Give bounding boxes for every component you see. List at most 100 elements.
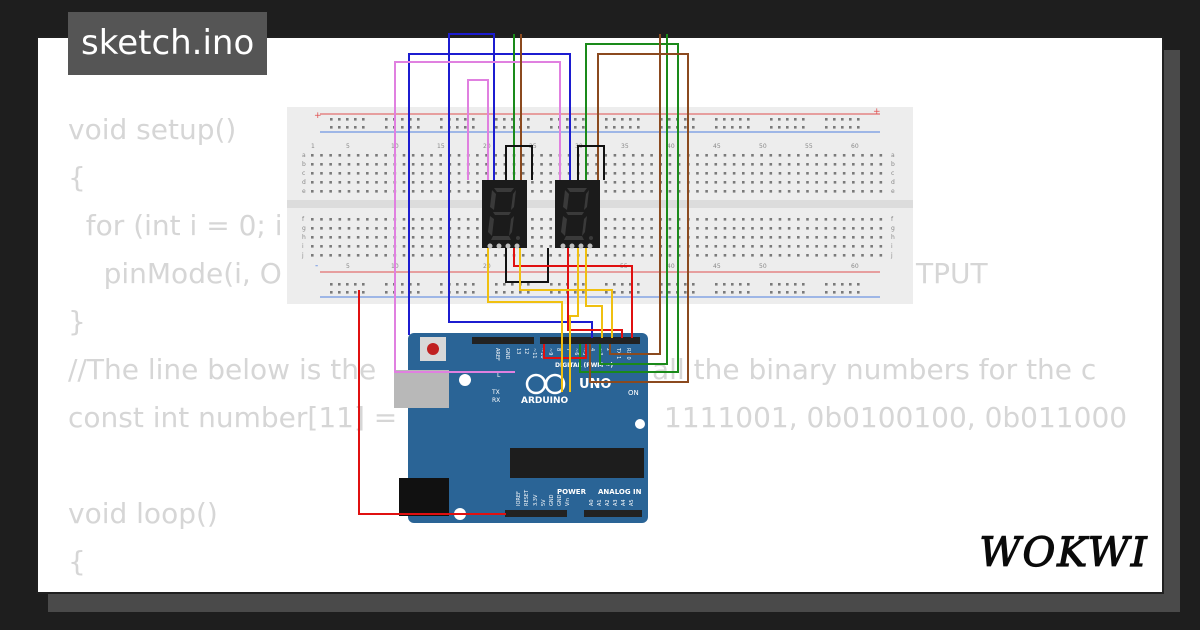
breadboard-hole xyxy=(582,283,585,286)
analog-pin-a4: A4 xyxy=(621,499,627,506)
breadboard-hole xyxy=(797,254,800,257)
breadboard-hole xyxy=(476,190,479,193)
breadboard-hole xyxy=(732,172,736,175)
breadboard-hole xyxy=(723,163,727,166)
digital-pin-4: 4 xyxy=(589,348,595,351)
breadboard-hole xyxy=(787,190,791,193)
breadboard-hole xyxy=(870,154,873,157)
breadboard-hole xyxy=(604,163,608,166)
wire-brown-3 xyxy=(609,34,661,355)
arduino-uno-board[interactable]: ARDUINO UNO DIGITAL (PWM ~) POWER ANALOG… xyxy=(394,333,648,523)
breadboard-hole xyxy=(384,181,387,184)
breadboard-hole xyxy=(456,291,459,294)
breadboard-hole xyxy=(815,181,818,184)
breadboard-hole xyxy=(849,291,852,294)
breadboard-hole xyxy=(677,181,681,184)
breadboard-hole xyxy=(476,172,479,175)
breadboard-hole xyxy=(338,236,342,239)
breadboard-hole xyxy=(842,236,846,239)
seven-segment-display-right[interactable] xyxy=(555,180,600,249)
breadboard-hole xyxy=(574,126,577,129)
breadboard-hole xyxy=(815,190,818,193)
breadboard-hole xyxy=(527,283,530,286)
breadboard-hole xyxy=(650,181,653,184)
breadboard-hole xyxy=(723,245,727,248)
breadboard-hole xyxy=(329,190,332,193)
breadboard-hole xyxy=(356,254,360,257)
breadboard-hole xyxy=(527,291,530,294)
breadboard-hole xyxy=(770,291,773,294)
wire-black-2 xyxy=(577,145,605,180)
breadboard-hole xyxy=(430,163,433,166)
wire-blue-2 xyxy=(408,53,571,335)
board-brand: ARDUINO xyxy=(521,396,569,406)
breadboard-hole xyxy=(621,126,624,129)
breadboard-hole xyxy=(692,126,695,129)
breadboard-hole xyxy=(861,218,864,221)
breadboard-hole xyxy=(540,227,543,230)
breadboard-hole xyxy=(466,227,470,230)
row-c-right: c xyxy=(891,170,894,177)
breadboard-hole xyxy=(549,172,553,175)
breadboard-hole xyxy=(824,218,828,221)
file-name-tab[interactable]: sketch.ino xyxy=(68,12,268,75)
breadboard-hole xyxy=(879,181,883,184)
breadboard-hole xyxy=(852,227,855,230)
breadboard-hole xyxy=(794,291,797,294)
breadboard-hole xyxy=(723,227,727,230)
breadboard-hole xyxy=(815,245,818,248)
breadboard-hole xyxy=(751,218,754,221)
breadboard-hole xyxy=(631,254,635,257)
breadboard-hole xyxy=(769,172,773,175)
breadboard-hole xyxy=(668,227,672,230)
code-line-5: } xyxy=(68,305,86,338)
breadboard-hole xyxy=(641,245,644,248)
breadboard-hole xyxy=(356,190,360,193)
breadboard-hole xyxy=(621,118,624,121)
breadboard-hole xyxy=(677,227,681,230)
breadboard-hole xyxy=(329,172,332,175)
breadboard-hole xyxy=(806,245,809,248)
breadboard-hole xyxy=(696,236,699,239)
breadboard-hole xyxy=(421,218,424,221)
breadboard-hole xyxy=(684,118,687,121)
breadboard-hole xyxy=(550,291,553,294)
breadboard-hole xyxy=(641,254,644,257)
breadboard-hole xyxy=(540,163,543,166)
breadboard-hole xyxy=(769,163,773,166)
breadboard-hole xyxy=(806,254,809,257)
breadboard-hole xyxy=(841,118,844,121)
usb-connector xyxy=(394,370,449,408)
breadboard-hole xyxy=(677,154,681,157)
seven-segment-display-left[interactable] xyxy=(482,180,527,249)
breadboard-hole xyxy=(476,163,479,166)
breadboard-hole xyxy=(457,172,461,175)
breadboard-hole xyxy=(852,254,855,257)
breadboard-hole xyxy=(879,190,883,193)
breadboard-hole xyxy=(540,245,543,248)
breadboard-hole xyxy=(824,172,828,175)
breadboard-hole xyxy=(769,190,773,193)
breadboard-hole xyxy=(778,126,781,129)
breadboard-hole xyxy=(741,172,745,175)
breadboard-hole xyxy=(797,218,800,221)
breadboard-hole xyxy=(485,172,488,175)
breadboard-hole xyxy=(366,181,369,184)
aref-pin-label: AREF xyxy=(494,348,500,361)
breadboard-hole xyxy=(668,218,672,221)
breadboard-hole xyxy=(769,154,773,157)
breadboard-hole xyxy=(731,291,734,294)
breadboard-hole xyxy=(650,190,653,193)
breadboard-hole xyxy=(421,172,424,175)
breadboard-hole xyxy=(604,181,608,184)
breadboard-hole xyxy=(338,154,342,157)
breadboard-hole xyxy=(411,236,415,239)
breadboard-hole xyxy=(778,154,782,157)
breadboard-hole xyxy=(586,154,589,157)
breadboard-hole xyxy=(751,254,754,257)
breadboard-hole xyxy=(439,154,442,157)
breadboard-hole xyxy=(833,181,837,184)
breadboard-hole xyxy=(870,181,873,184)
breadboard-hole xyxy=(320,254,323,257)
breadboard-hole xyxy=(613,236,617,239)
